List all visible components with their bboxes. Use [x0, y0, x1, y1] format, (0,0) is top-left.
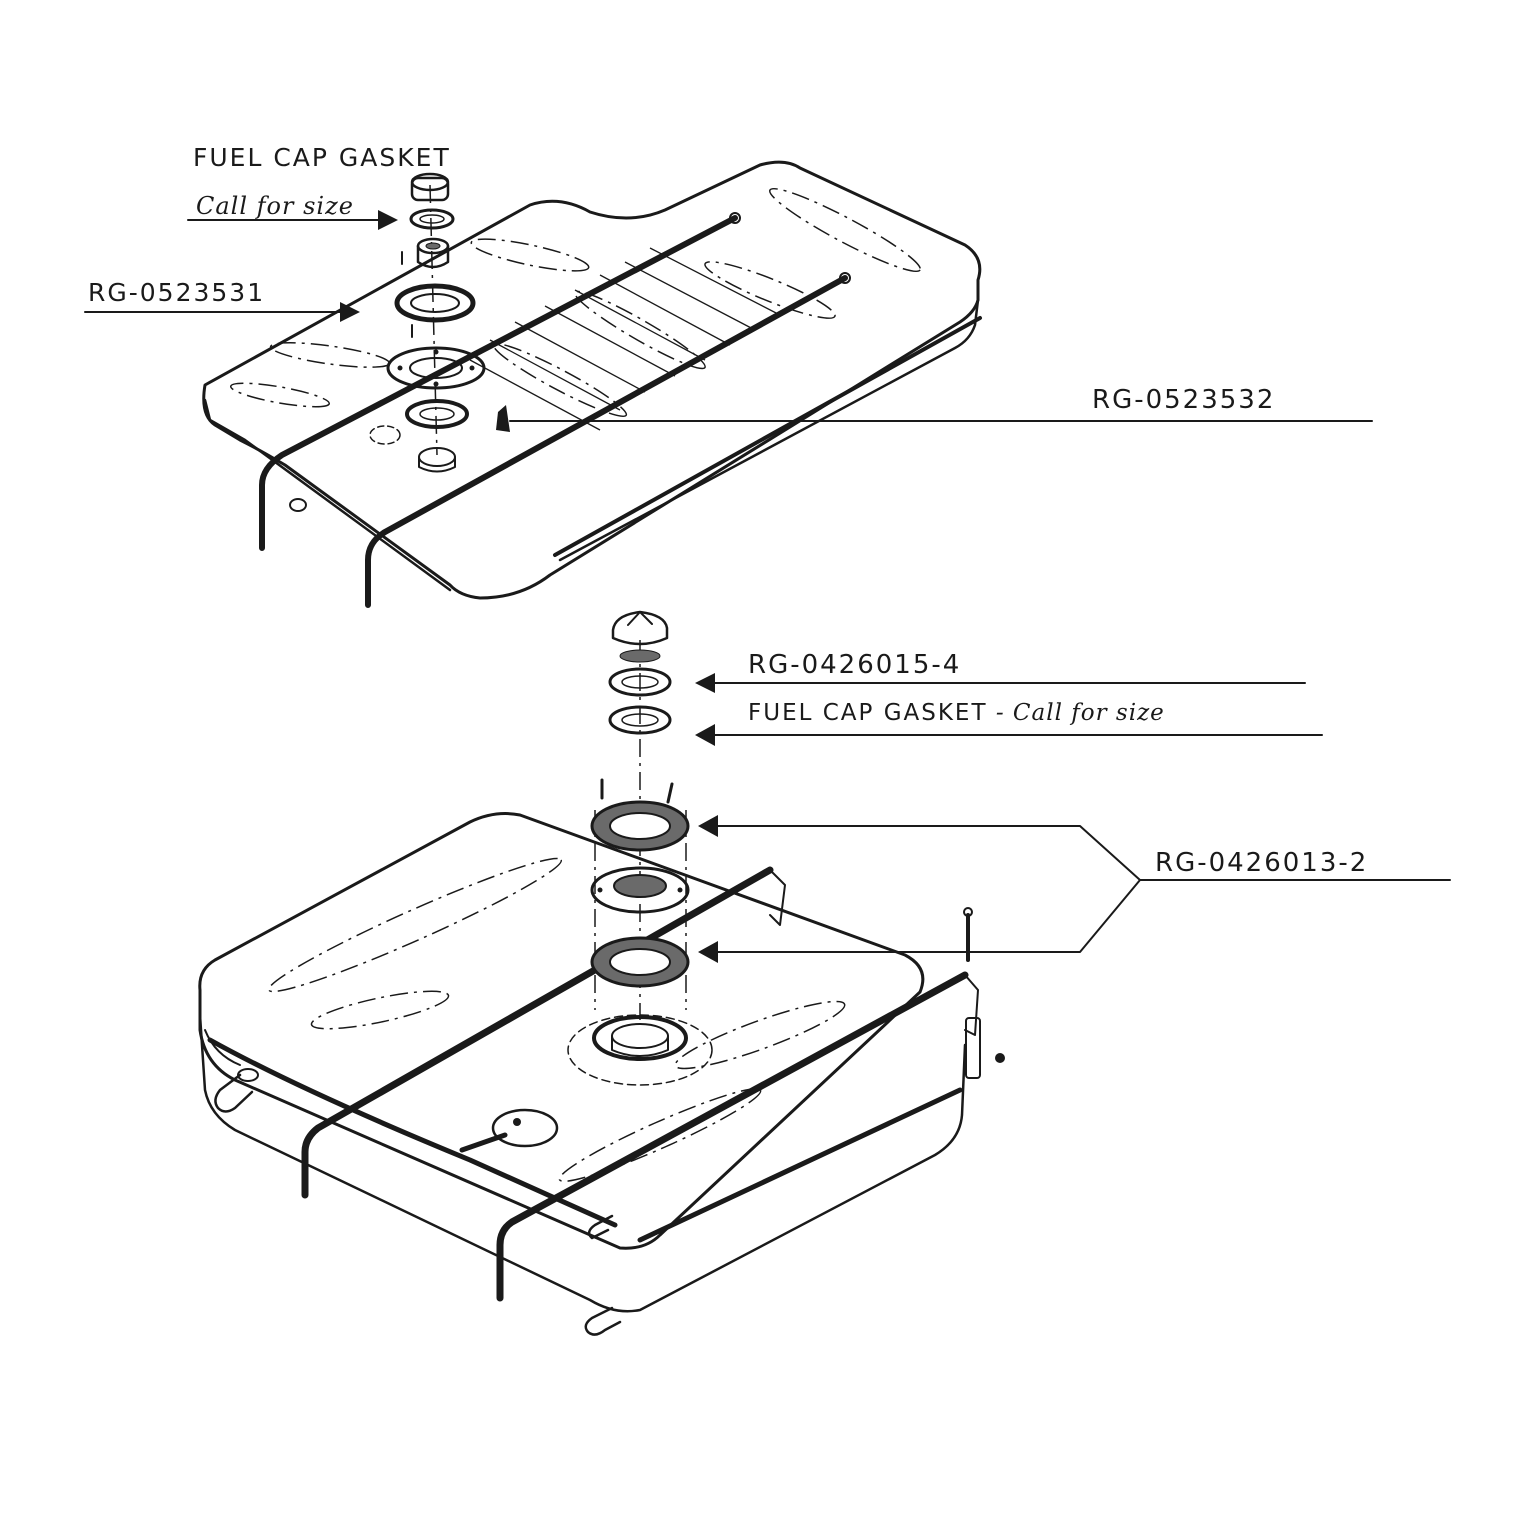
lower-bottom-seal-ring	[590, 936, 690, 988]
lower-outlets	[214, 1068, 622, 1336]
upper-fuel-cap	[410, 172, 450, 202]
lower-cap-gasket-title: FUEL CAP GASKET	[748, 700, 988, 726]
upper-pointer-arrowhead	[496, 405, 510, 432]
upper-cap-gasket-note: Call for size	[196, 192, 354, 220]
upper-fuel-tank	[202, 160, 982, 608]
upper-leader-lines	[84, 210, 1373, 422]
lower-cap-gasket-label: FUEL CAP GASKET - Call for size	[748, 700, 1165, 726]
upper-sealing-ring	[394, 251, 476, 338]
lower-mounting-flange	[590, 866, 690, 914]
upper-tank-straps	[259, 212, 851, 608]
lower-cap-gasket-1	[608, 667, 672, 697]
lower-screws	[600, 778, 674, 804]
lower-leader-lines	[695, 673, 1451, 963]
upper-filler-neck	[416, 237, 450, 269]
upper-part-number-a: RG-0523531	[88, 278, 266, 307]
lower-part-number-d: RG-0426013-2	[1155, 848, 1369, 878]
lower-strap-bolt	[963, 907, 1005, 1063]
lower-fuel-cap	[611, 610, 669, 663]
lower-part-number-c: RG-0426015-4	[748, 650, 962, 680]
lower-sender-unit	[459, 1108, 559, 1153]
upper-cap-gasket-title: FUEL CAP GASKET	[193, 143, 451, 172]
lower-fuel-tank	[198, 610, 1005, 1336]
upper-mounting-flange	[386, 346, 486, 390]
upper-cap-gasket	[409, 208, 455, 230]
lower-cap-gasket-2	[608, 705, 672, 735]
lower-tank-straps	[301, 866, 981, 1302]
lower-cap-gasket-note: - Call for size	[987, 700, 1165, 726]
upper-part-number-b: RG-0523532	[1092, 385, 1276, 415]
lower-upper-seal-ring	[590, 800, 690, 852]
lower-filler-opening	[567, 1014, 713, 1086]
upper-lower-gasket	[405, 399, 469, 429]
